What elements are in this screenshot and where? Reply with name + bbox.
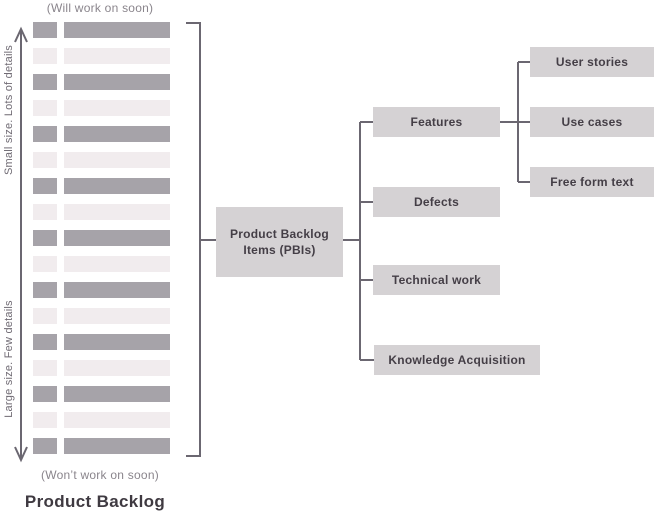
node-defects: Defects: [373, 187, 500, 217]
priority-chip: [33, 360, 57, 376]
root-label-line2: Items (PBIs): [243, 243, 316, 257]
backlog-item-bar: [64, 412, 170, 428]
backlog-row: [33, 282, 170, 298]
backlog-item-bar: [64, 48, 170, 64]
backlog-item-bar: [64, 22, 170, 38]
backlog-item-bar: [64, 386, 170, 402]
priority-chip: [33, 178, 57, 194]
backlog-row: [33, 412, 170, 428]
backlog-row: [33, 386, 170, 402]
backlog-row: [33, 48, 170, 64]
backlog-item-bar: [64, 282, 170, 298]
backlog-row: [33, 22, 170, 38]
node-knowledge-acquisition: Knowledge Acquisition: [374, 345, 540, 375]
backlog-rows: [33, 22, 170, 464]
backlog-row: [33, 100, 170, 116]
wont-work-on-soon-note: (Won’t work on soon): [41, 468, 159, 482]
priority-chip: [33, 48, 57, 64]
will-work-on-soon-note: (Will work on soon): [46, 1, 154, 15]
page-title: Product Backlog: [24, 492, 166, 511]
priority-chip: [33, 74, 57, 90]
backlog-item-bar: [64, 360, 170, 376]
priority-chip: [33, 152, 57, 168]
backlog-item-bar: [64, 334, 170, 350]
root-to-level2-connectors: [343, 121, 374, 361]
axis-label-small-size: Small size. Lots of details: [3, 44, 15, 176]
priority-chip: [33, 386, 57, 402]
backlog-item-bar: [64, 438, 170, 454]
backlog-row: [33, 126, 170, 142]
node-technical-work: Technical work: [373, 265, 500, 295]
backlog-row: [33, 308, 170, 324]
backlog-item-bar: [64, 256, 170, 272]
axis-label-large-size: Large size. Few details: [3, 300, 15, 418]
priority-chip: [33, 22, 57, 38]
priority-chip: [33, 412, 57, 428]
backlog-row: [33, 204, 170, 220]
priority-chip: [33, 282, 57, 298]
backlog-item-bar: [64, 204, 170, 220]
root-label-line1: Product Backlog: [230, 226, 329, 241]
node-user-stories: User stories: [530, 47, 654, 77]
node-use-cases: Use cases: [530, 107, 654, 137]
priority-chip: [33, 308, 57, 324]
node-features: Features: [373, 107, 500, 137]
features-to-level3-connectors: [500, 61, 530, 183]
priority-chip: [33, 100, 57, 116]
backlog-item-bar: [64, 100, 170, 116]
node-free-form-text: Free form text: [530, 167, 654, 197]
priority-chip: [33, 230, 57, 246]
priority-chip: [33, 256, 57, 272]
backlog-row: [33, 178, 170, 194]
backlog-row: [33, 334, 170, 350]
priority-chip: [33, 334, 57, 350]
backlog-item-bar: [64, 230, 170, 246]
size-axis-arrow: [14, 26, 28, 463]
backlog-row: [33, 360, 170, 376]
backlog-item-bar: [64, 308, 170, 324]
backlog-row: [33, 256, 170, 272]
priority-chip: [33, 204, 57, 220]
backlog-row: [33, 438, 170, 454]
backlog-row: [33, 230, 170, 246]
priority-chip: [33, 126, 57, 142]
backlog-item-bar: [64, 152, 170, 168]
backlog-item-bar: [64, 74, 170, 90]
backlog-row: [33, 74, 170, 90]
backlog-row: [33, 152, 170, 168]
backlog-bracket: [186, 22, 216, 457]
backlog-item-bar: [64, 178, 170, 194]
priority-chip: [33, 438, 57, 454]
node-product-backlog-items: Product Backlog Items (PBIs): [216, 207, 343, 277]
backlog-item-bar: [64, 126, 170, 142]
